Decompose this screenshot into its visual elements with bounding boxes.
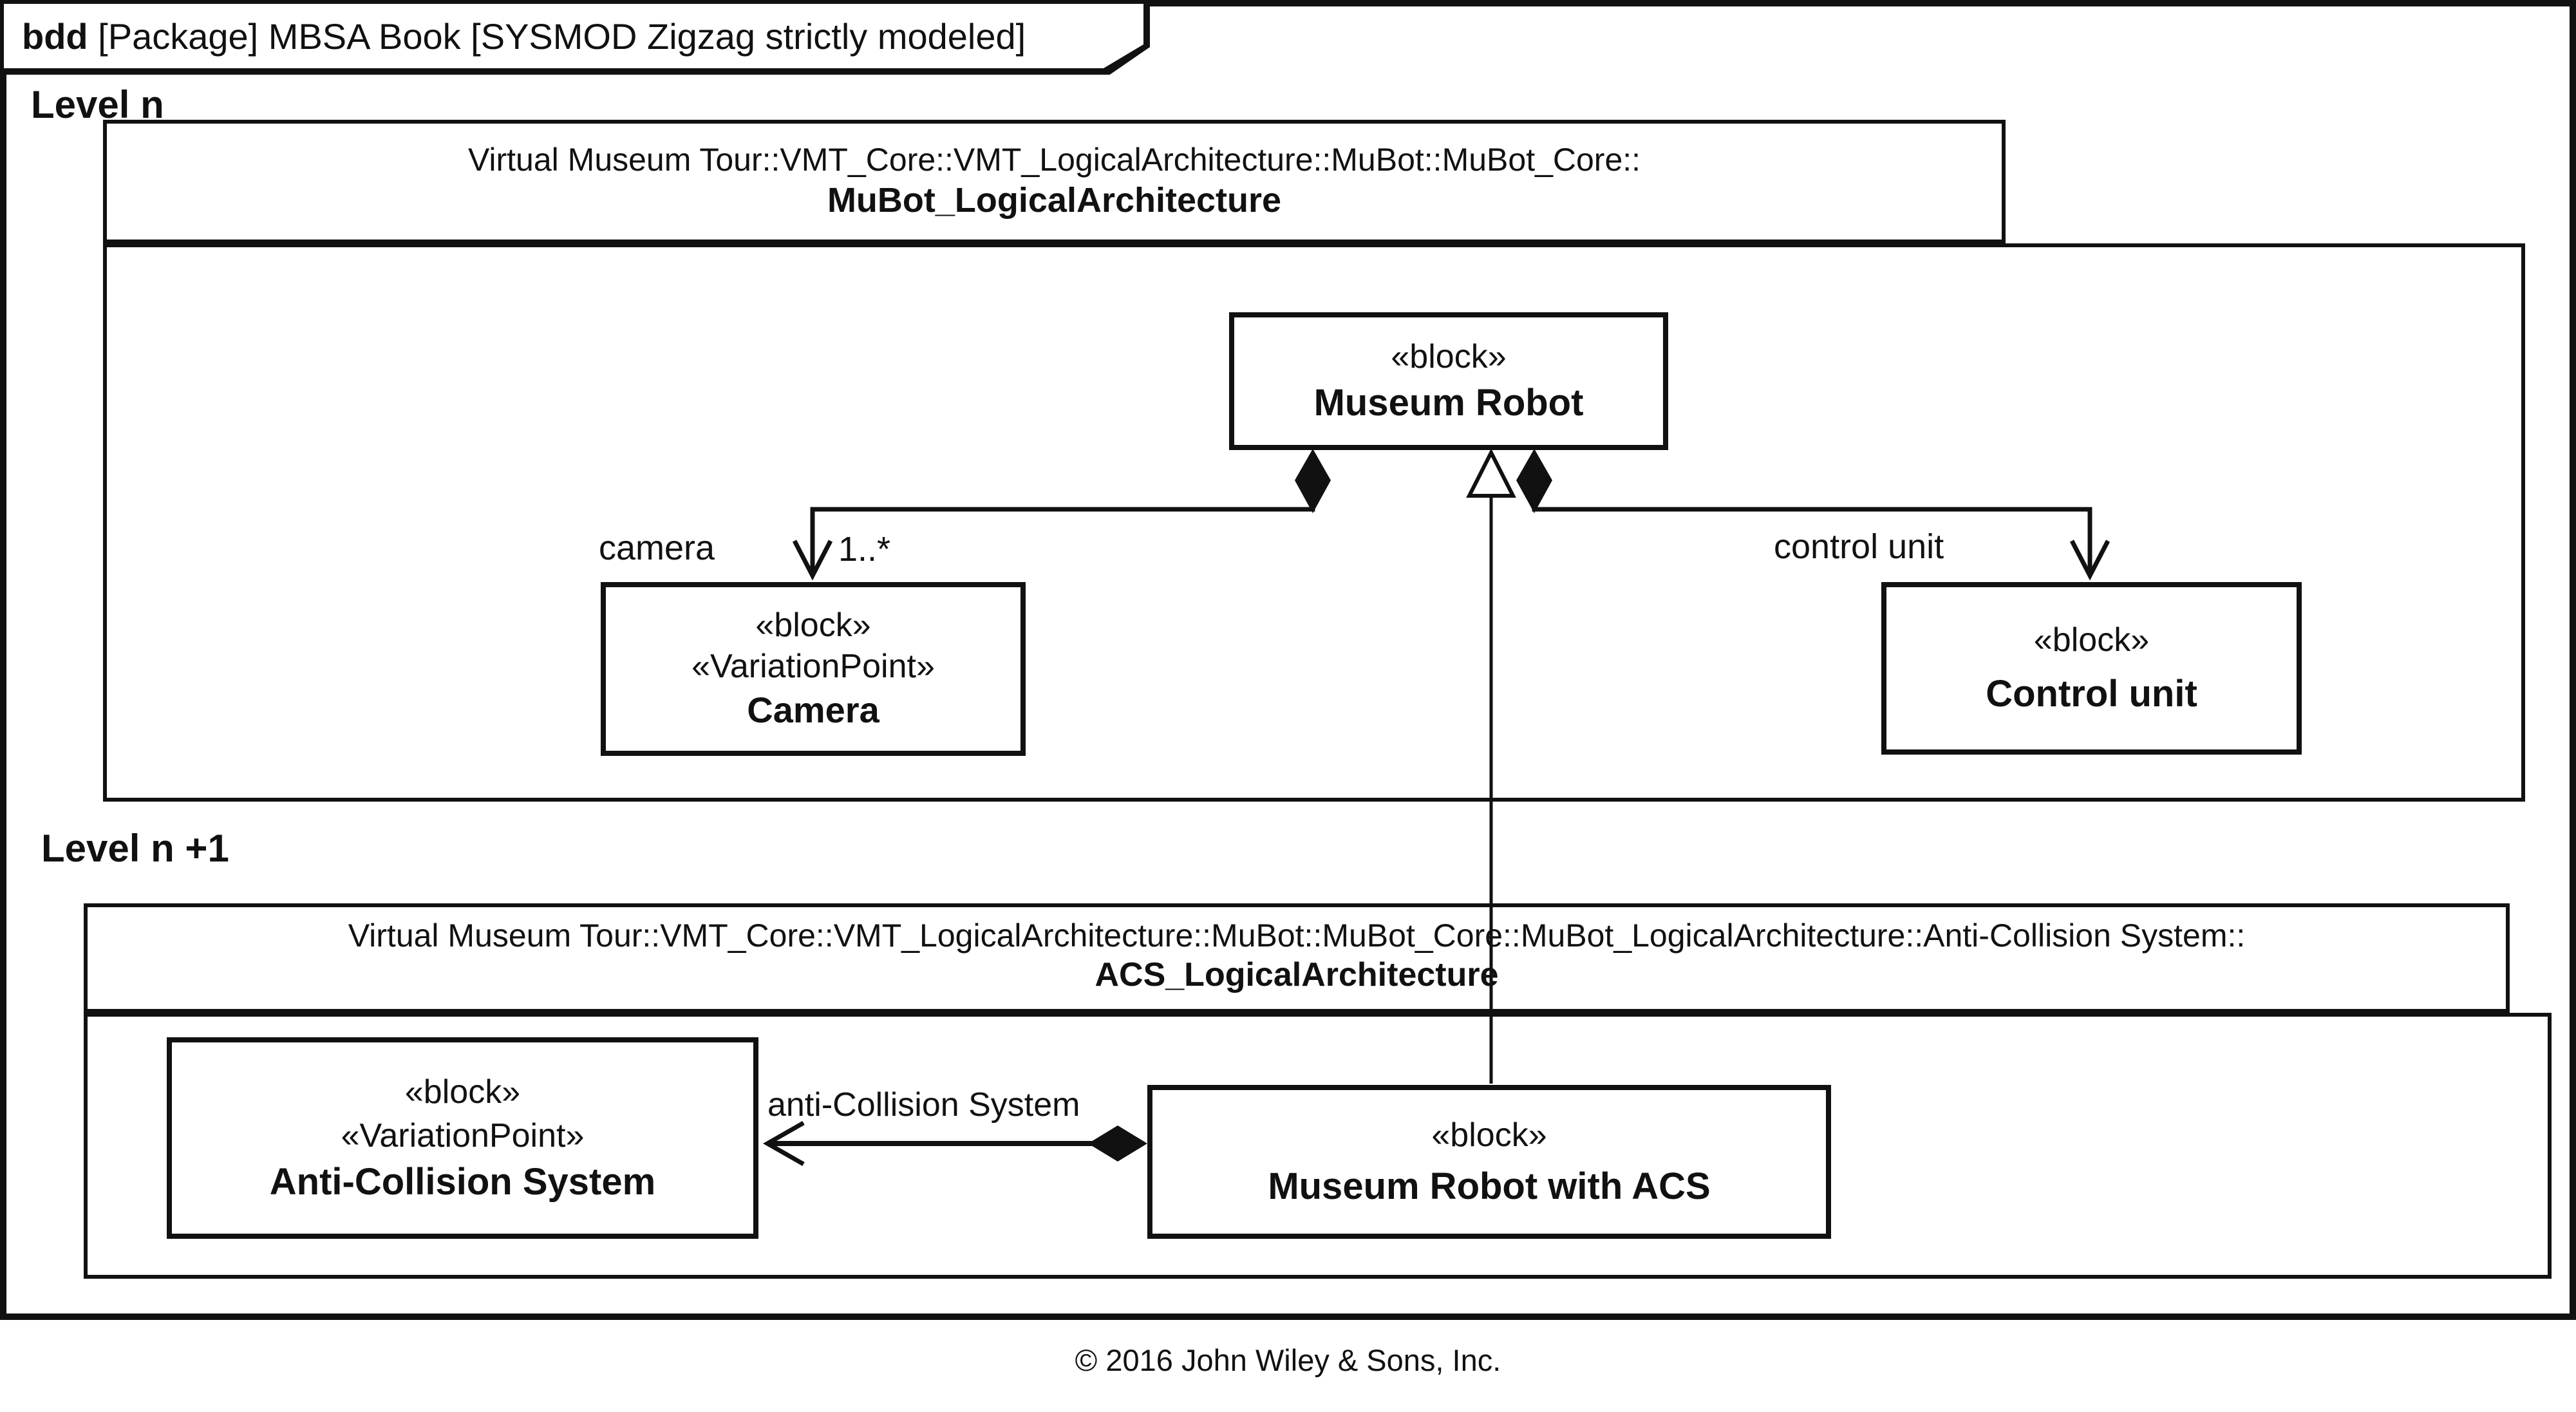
package-mubot-qualifier: Virtual Museum Tour::VMT_Core::VMT_Logic… (467, 142, 1641, 178)
block-camera-stereotype2: «VariationPoint» (691, 648, 935, 685)
frame-label: bdd [Package] MBSA Book [SYSMOD Zigzag s… (4, 4, 1098, 68)
level-n-plus-1-label: Level n +1 (41, 827, 229, 870)
block-museum-robot-name: Museum Robot (1313, 382, 1584, 424)
block-camera-stereotype: «block» (755, 607, 871, 644)
diagram-title-text: [Package] MBSA Book [SYSMOD Zigzag stric… (88, 15, 1026, 57)
block-control-unit: «block» Control unit (1881, 582, 2302, 755)
package-acs-title: Virtual Museum Tour::VMT_Core::VMT_Logic… (84, 903, 2510, 1013)
block-museum-robot-with-acs: «block» Museum Robot with ACS (1147, 1085, 1831, 1239)
level-n-label: Level n (31, 83, 164, 126)
edge-control-unit-role-label: control unit (1774, 527, 1944, 566)
frame-label-tab-fill (4, 4, 1143, 68)
block-mrwacs-stereotype: «block» (1431, 1116, 1547, 1154)
block-acs-name: Anti-Collision System (269, 1160, 656, 1203)
package-mubot-title: Virtual Museum Tour::VMT_Core::VMT_Logic… (103, 120, 2006, 243)
block-acs-stereotype: «block» (404, 1073, 521, 1111)
edge-acs-role-label: anti-Collision System (767, 1086, 1080, 1124)
diagram-kind-label: bdd (22, 15, 88, 57)
block-museum-robot: «block» Museum Robot (1229, 312, 1668, 450)
block-control-unit-stereotype: «block» (2033, 621, 2150, 659)
block-anti-collision-system: «block» «VariationPoint» Anti-Collision … (167, 1037, 758, 1239)
block-camera: «block» «VariationPoint» Camera (601, 582, 1026, 756)
package-mubot-name: MuBot_LogicalArchitecture (827, 181, 1282, 220)
package-acs-name: ACS_LogicalArchitecture (1095, 956, 1499, 993)
block-camera-name: Camera (747, 690, 879, 730)
package-acs-qualifier: Virtual Museum Tour::VMT_Core::VMT_Logic… (348, 918, 2246, 954)
edge-camera-multiplicity-label: 1..* (838, 530, 891, 569)
block-acs-stereotype2: «VariationPoint» (341, 1116, 585, 1154)
block-mrwacs-name: Museum Robot with ACS (1268, 1165, 1711, 1207)
block-control-unit-name: Control unit (1986, 673, 2197, 715)
copyright-text: © 2016 John Wiley & Sons, Inc. (1075, 1343, 1501, 1377)
edge-camera-role-label: camera (599, 529, 715, 567)
block-museum-robot-stereotype: «block» (1391, 338, 1507, 375)
